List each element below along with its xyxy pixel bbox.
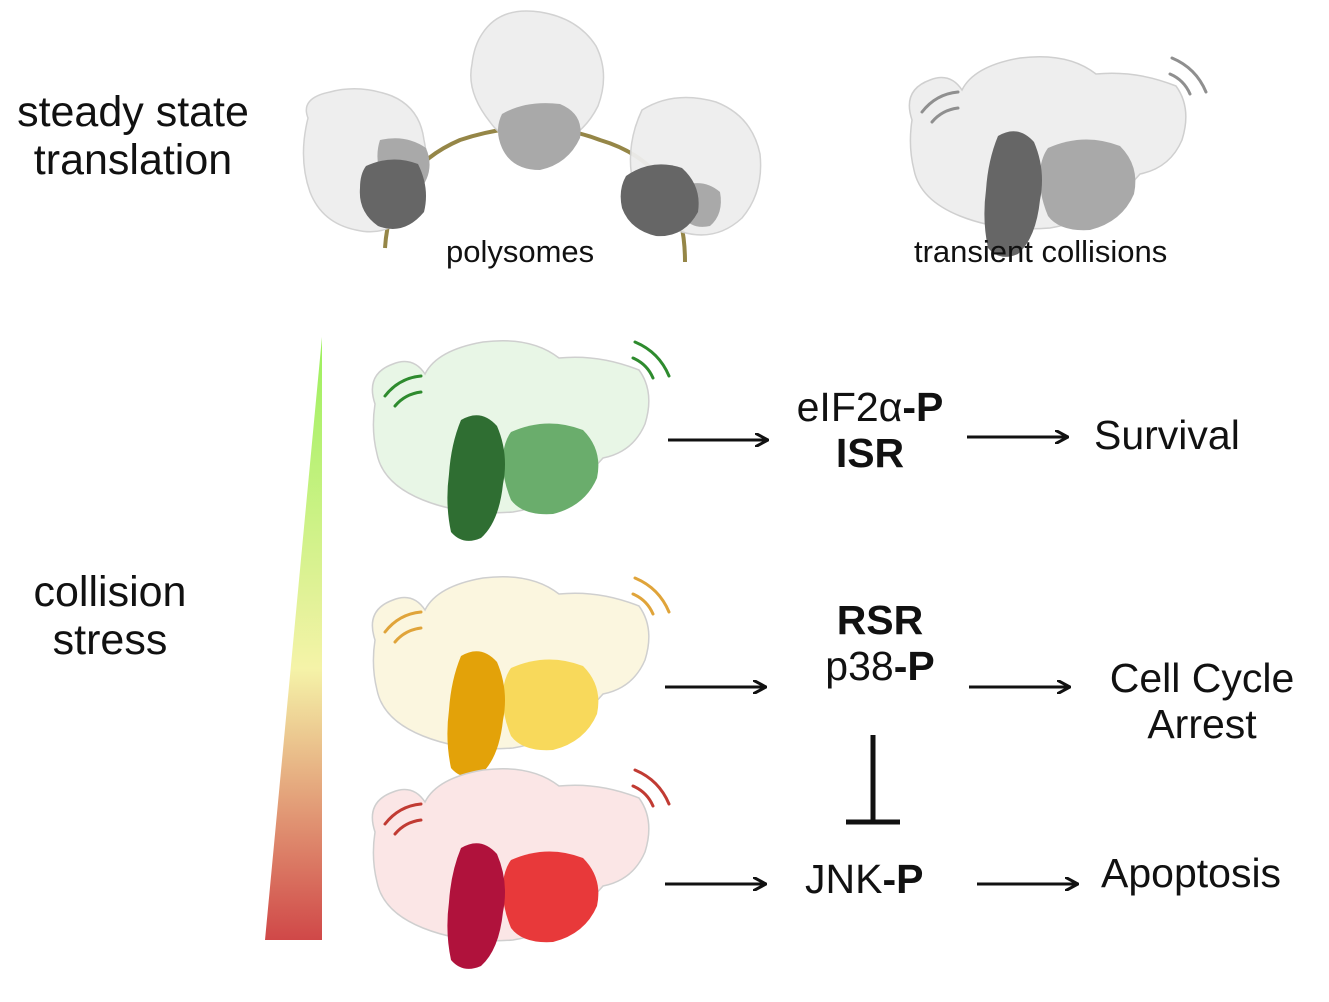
ribosome-icon (620, 96, 762, 237)
vibration-arc (633, 340, 671, 378)
ribosome-subunit-light (1039, 139, 1136, 231)
survival-label: Survival (1094, 412, 1240, 458)
ribosome-subunit-dark (447, 843, 505, 969)
polysomes-label: polysomes (446, 234, 595, 269)
vibration-arc (393, 626, 423, 644)
vibration-arc (633, 576, 671, 614)
steady-state-label: steady state translation (17, 88, 249, 185)
vibration-arc (1168, 72, 1192, 96)
vibration-arc (383, 802, 423, 826)
collision-stress-label: collision stress (33, 568, 187, 665)
collided-ribosome-icon (371, 767, 671, 969)
vibration-arc (631, 356, 655, 380)
ribosome-subunit-dark (984, 131, 1042, 257)
isr-node: eIF2α-P ISR (796, 384, 944, 476)
vibration-arc (383, 610, 423, 634)
vibration-arc (930, 106, 960, 124)
vibration-arc (631, 592, 655, 616)
transient-collisions-label: transient collisions (914, 234, 1168, 269)
vibration-arc (383, 374, 423, 398)
ribosome-subunit-dark (447, 651, 505, 777)
collided-ribosome-icon (371, 339, 671, 541)
ribosome-subunit-light (502, 423, 599, 515)
rsr-node: RSR p38-P (825, 597, 935, 689)
collided-ribosome-icon (371, 575, 671, 777)
ribosome-subunit-light (502, 659, 599, 751)
cell-cycle-arrest-label: Cell Cycle Arrest (1109, 655, 1295, 747)
jnk-node: JNK-P (805, 856, 924, 902)
collided-ribosome-icon (908, 55, 1208, 257)
vibration-arc (633, 768, 671, 806)
ribosome-icon (470, 10, 605, 170)
vibration-arc (393, 390, 423, 408)
vibration-arc (1170, 56, 1208, 94)
inhibition-bar-icon (846, 735, 900, 825)
ribosome-subunit-light (502, 851, 599, 943)
ribosome-subunit-dark (447, 415, 505, 541)
stress-gradient-wedge (265, 337, 322, 940)
vibration-arc (631, 784, 655, 808)
vibration-arc (393, 818, 423, 836)
apoptosis-label: Apoptosis (1101, 850, 1282, 896)
vibration-arc (920, 90, 960, 114)
ribosome-icon (302, 88, 430, 233)
